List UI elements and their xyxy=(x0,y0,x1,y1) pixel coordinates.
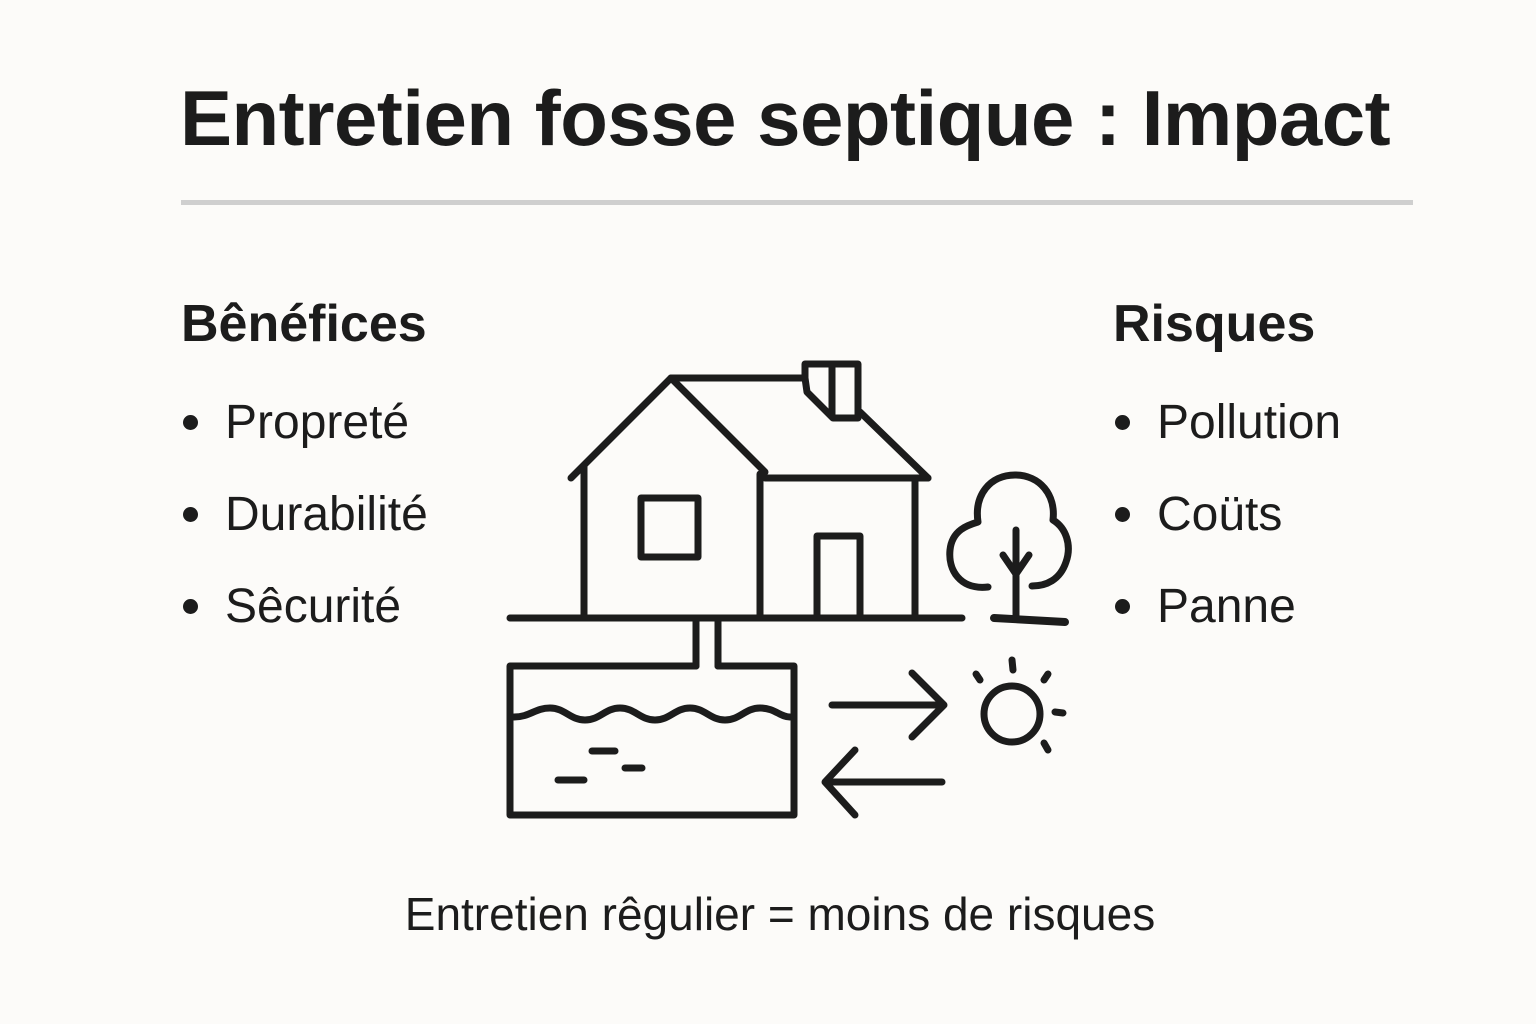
bullet-icon xyxy=(1115,506,1130,522)
page-title: Entretien fosse septique : Impact xyxy=(180,74,1391,162)
benefits-column: Bênéfices Propreté Durabilité Sêcurité xyxy=(181,292,428,652)
benefits-heading: Bênéfices xyxy=(181,295,427,353)
benefit-item: Sêcurité xyxy=(181,560,428,652)
risk-item: Pollution xyxy=(1113,376,1341,468)
house-icon xyxy=(567,374,932,620)
title-divider xyxy=(181,200,1413,205)
arrow-left-icon xyxy=(821,746,946,819)
sun-icon xyxy=(972,656,1067,754)
benefit-item: Durabilité xyxy=(181,468,428,560)
benefits-list: Propreté Durabilité Sêcurité xyxy=(181,376,428,652)
bullet-icon xyxy=(183,414,198,430)
ground-line xyxy=(506,614,1069,626)
bullet-icon xyxy=(1115,598,1130,614)
risks-heading: Risques xyxy=(1113,295,1316,353)
bullet-icon xyxy=(183,598,198,614)
risk-item: Coüts xyxy=(1113,468,1341,560)
summary-caption: Entretien rêgulier = moins de risques xyxy=(404,888,1156,940)
benefit-label: Propreté xyxy=(225,395,410,449)
septic-tank-icon xyxy=(506,662,798,819)
risks-column: Risques Pollution Coüts Panne xyxy=(1113,292,1341,652)
window-icon xyxy=(637,494,702,561)
arrow-right-icon xyxy=(828,669,948,741)
septic-system-illustration xyxy=(506,360,1072,819)
risk-label: Pollution xyxy=(1157,395,1342,449)
benefit-label: Sêcurité xyxy=(225,579,402,633)
tree-icon xyxy=(946,471,1072,622)
door-icon xyxy=(813,532,864,620)
chimney-icon xyxy=(801,360,862,422)
risks-list: Pollution Coüts Panne xyxy=(1113,376,1341,652)
risk-label: Panne xyxy=(1157,579,1296,633)
risk-item: Panne xyxy=(1113,560,1341,652)
risk-label: Coüts xyxy=(1157,487,1283,541)
benefit-item: Propreté xyxy=(181,376,428,468)
pipe-icon xyxy=(692,616,722,670)
bullet-icon xyxy=(1115,414,1130,430)
bullet-icon xyxy=(183,506,198,522)
benefit-label: Durabilité xyxy=(225,487,428,541)
